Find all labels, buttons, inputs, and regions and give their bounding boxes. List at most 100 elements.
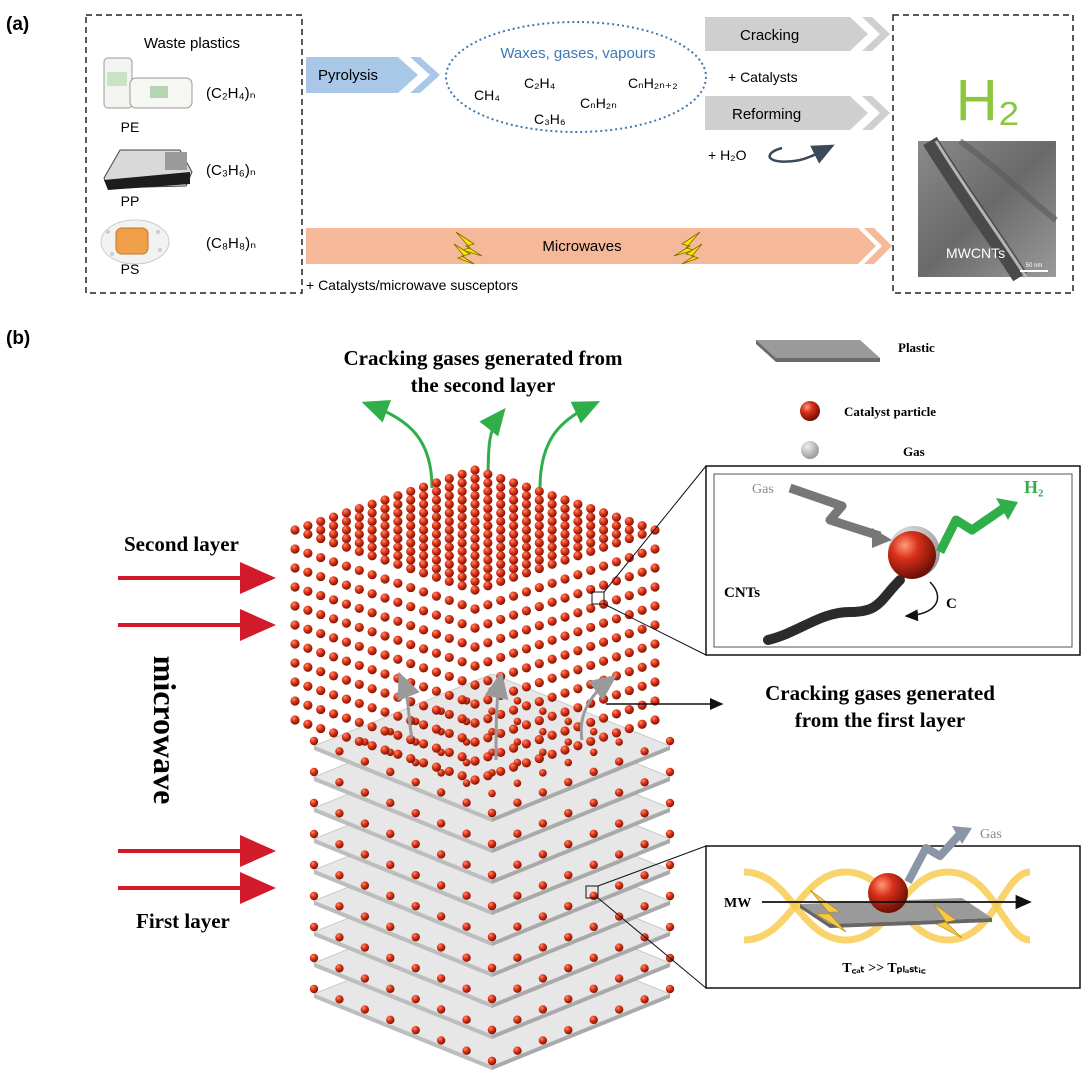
catalyst-particle	[309, 860, 319, 870]
plastic-sheet-edge	[314, 777, 492, 853]
catalyst-particle	[589, 829, 598, 839]
catalyst-particle	[406, 538, 416, 548]
catalyst-particle	[637, 586, 647, 596]
catalyst-particle	[624, 590, 634, 601]
catalyst-particle	[341, 732, 352, 742]
catalyst-particle	[457, 714, 467, 724]
catalyst-particle	[538, 788, 548, 797]
catalyst-particle	[341, 656, 352, 666]
catalyst-particle	[335, 747, 344, 756]
catalyst-particle	[316, 666, 326, 677]
catalyst-particle	[534, 486, 544, 497]
catalyst-particle	[547, 597, 557, 607]
catalyst-particle	[411, 963, 420, 973]
catalyst-particle	[560, 538, 570, 548]
catalyst-particle	[487, 839, 497, 849]
catalyst-particle	[367, 551, 377, 561]
catalyst-particle	[586, 603, 596, 614]
catalyst-particle	[406, 512, 416, 522]
catalyst-particle	[598, 533, 609, 544]
catalyst-particle	[496, 525, 506, 535]
catalyst-particle	[483, 581, 493, 591]
catalyst-particle	[560, 546, 570, 557]
catalyst-particle	[483, 555, 493, 565]
catalyst-particle	[624, 609, 634, 620]
catalyst-particle	[411, 932, 420, 942]
catalyst-particle	[316, 704, 326, 715]
catalyst-particle	[589, 922, 598, 932]
catalyst-particle	[411, 777, 420, 787]
catalyst-particle	[431, 486, 442, 497]
catalyst-particle	[444, 533, 454, 544]
catalyst-particle	[457, 600, 467, 610]
plastic-sheet-edge	[314, 808, 492, 884]
catalyst-particle	[418, 663, 429, 673]
catalyst-particle	[640, 840, 649, 849]
catalyst-particle	[564, 717, 573, 726]
catalyst-particle	[589, 984, 598, 994]
catalyst-particle	[496, 499, 506, 509]
catalyst-particle	[513, 922, 522, 931]
catalyst-particle	[380, 726, 390, 736]
catalyst-particle	[303, 719, 313, 729]
catalyst-particle	[573, 516, 583, 527]
catalyst-particle	[470, 516, 480, 527]
catalyst-particle	[483, 676, 493, 686]
catalyst-particle	[367, 646, 377, 656]
catalyst-particle	[393, 692, 403, 702]
pe-bottle-icon	[103, 57, 193, 109]
catalyst-particle	[436, 974, 446, 983]
catalyst-particle	[637, 521, 647, 531]
catalyst-particle	[508, 512, 519, 522]
catalyst-particle	[650, 582, 660, 592]
catalyst-particle	[598, 525, 609, 535]
catalyst-particle	[521, 606, 532, 616]
catalyst-particle	[513, 697, 522, 705]
catalyst-particle	[508, 629, 519, 639]
catalyst-particle	[354, 622, 364, 633]
catalyst-particle	[411, 808, 420, 818]
catalyst-particle	[354, 603, 364, 614]
catalyst-particle	[462, 860, 471, 869]
catalyst-particle	[360, 912, 370, 921]
catalyst-particle	[589, 891, 598, 901]
waste-plastics-title: Waste plastics	[144, 35, 240, 52]
catalyst-particle	[598, 732, 609, 742]
catalyst-particle	[534, 696, 544, 707]
catalyst-particle	[508, 521, 519, 531]
plastic-sheet-edge	[314, 901, 492, 977]
catalyst-particle	[508, 538, 519, 548]
catalyst-particle	[539, 727, 547, 736]
catalyst-particle	[534, 582, 544, 593]
catalyst-particle	[534, 555, 544, 565]
catalyst-particle	[547, 749, 557, 759]
catalyst-particle	[513, 860, 522, 869]
catalyst-particle	[444, 690, 454, 701]
catalyst-particle	[444, 709, 454, 720]
catalyst-particle	[640, 871, 649, 880]
catalyst-particle	[303, 567, 313, 577]
catalyst-particle	[650, 620, 660, 630]
ps-foam-icon	[100, 219, 170, 265]
catalyst-particle	[380, 593, 390, 603]
catalyst-particle	[598, 561, 609, 571]
catalyst-particle	[470, 533, 480, 544]
inset2-temp-label: T꜀ₐₜ >> Tₚₗₐₛₜᵢ꜀	[842, 961, 926, 976]
catalyst-particle	[665, 736, 675, 746]
catalyst-particle	[564, 839, 573, 849]
catalyst-particle	[367, 508, 377, 518]
catalyst-particle	[354, 660, 364, 671]
inset1-cnts-label: CNTs	[724, 585, 760, 601]
catalyst-particle	[586, 529, 596, 539]
catalyst-particle	[598, 713, 609, 723]
catalyst-particle	[386, 953, 395, 963]
catalyst-particle	[508, 610, 519, 620]
catalyst-particle	[290, 696, 300, 706]
catalyst-particle	[328, 576, 339, 586]
catalyst-particle	[290, 525, 300, 535]
catalyst-particle	[386, 922, 395, 932]
catalyst-particle	[470, 568, 480, 578]
catalyst-particle	[586, 622, 596, 633]
catalyst-particle	[367, 542, 377, 552]
catalyst-particle	[393, 654, 403, 664]
